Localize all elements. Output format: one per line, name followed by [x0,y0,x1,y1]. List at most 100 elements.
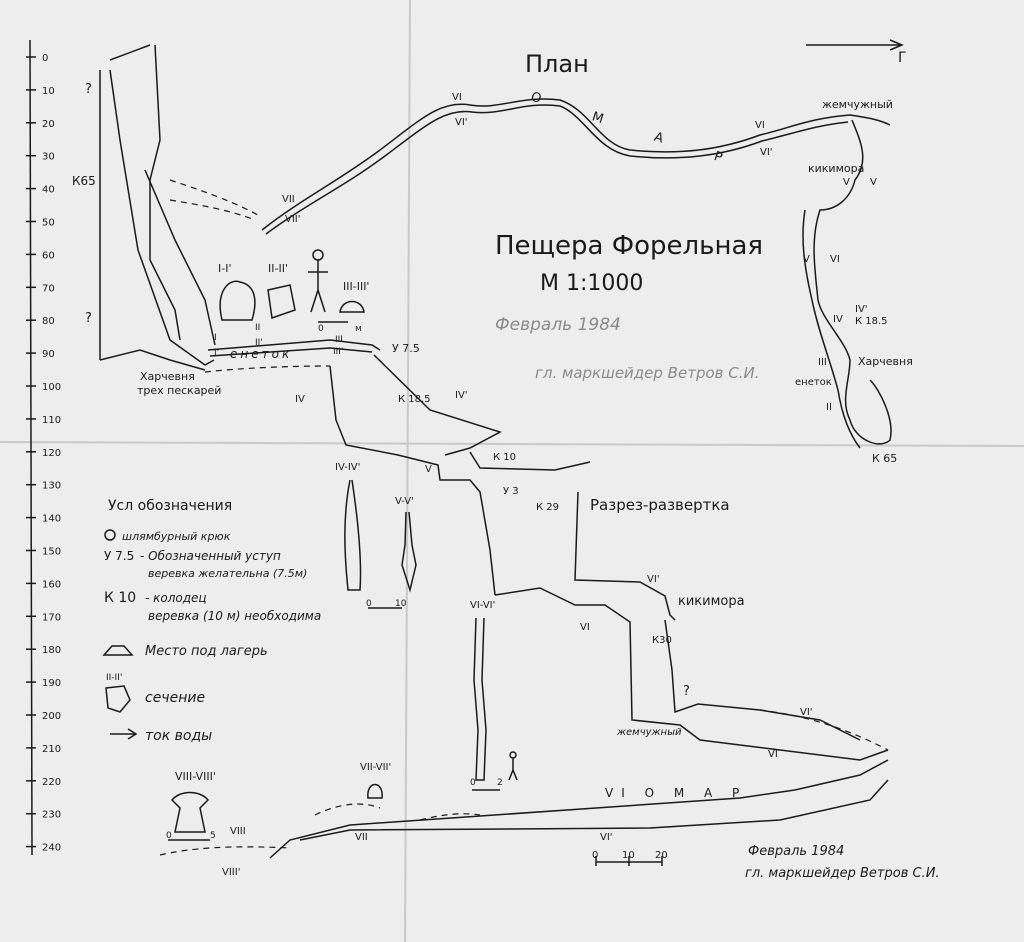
main-scale-bar [595,856,663,866]
map-scale: М 1:1000 [540,271,643,296]
plan-label-k185: К 18.5 [855,316,888,327]
profile-marker-i-prime: I' [214,348,219,358]
cross-section-label-4: IV-IV' [335,462,360,473]
legend-section-mark: II-II' [106,673,122,683]
legend-shaft-code: К 10 [104,590,136,606]
main-scale-zero: 0 [592,850,598,861]
profile-marker-iii: III [335,335,343,345]
profile-marker-vi-prime-omar: VI' [600,832,613,843]
depth-tick-label: 80 [42,316,55,327]
cross-section-scale-3-two: 2 [497,778,503,788]
plan-marker-vii: VII [282,194,295,205]
profile-question-2: ? [85,311,92,326]
profile-label-u75: У 7.5 [392,342,420,355]
profile-shaft-wall [149,44,181,341]
depth-tick-label: 110 [42,415,61,426]
profile-marker-ii: II [255,323,260,333]
faint-author: гл. маркшейдер Ветров С.И. [535,364,759,382]
faint-date: Февраль 1984 [495,315,621,335]
cross-section-scale-3-zero: 0 [470,778,476,788]
plan-label-enetok: енеток [795,377,832,388]
depth-tick-label: 30 [42,152,55,163]
profile-k10-ledge [469,451,591,471]
depth-tick-label: 160 [42,579,61,590]
legend-section: сечение [145,690,205,706]
cross-section-8 [170,791,210,833]
depth-tick-label: 150 [42,547,61,558]
depth-tick-label: 170 [42,612,61,623]
plan-marker-v-prime: V [870,177,877,188]
depth-tick-label: 10 [42,86,55,97]
profile-dashed-enetok [204,365,331,373]
depth-tick-label: 200 [42,711,61,722]
plan-label-kharchevnya: Харчевня [858,355,913,368]
depth-tick-label: 60 [42,250,55,261]
profile-label-kikimora: кикимора [678,594,745,609]
profile-shaft-inner [144,169,216,346]
cave-title: Пещера Форельная [495,231,763,261]
legend-camp: Место под лагерь [145,644,268,659]
plan-passage-east [813,119,892,445]
depth-tick-label: 120 [42,448,61,459]
depth-tick-label: 140 [42,514,61,525]
plan-passage-main [261,98,891,231]
plan-marker-vi-prime-east: VI' [760,147,773,158]
profile-main-ceiling [373,354,502,456]
profile-label-k185: К 18.5 [398,394,431,405]
plan-marker-vi-prime-top: VI' [455,117,468,128]
legend-ledge-rope: веревка желательна (7.5м) [148,567,307,580]
cross-section-6 [473,617,487,781]
plan-marker-vi-east: VI [755,120,765,131]
plan-marker-v-2: V [803,254,810,265]
profile-label-zhemchuzhny: жемчужный [616,727,682,738]
profile-question-3: ? [683,684,690,699]
cross-section-3 [339,300,365,313]
cross-sections: I-I' II-II' III-III' 0 м IV-IV' V-V' 0 1… [166,249,518,841]
profile-marker-viii-prime: VIII' [222,867,240,878]
profile-dashed-east [759,709,889,751]
profile-marker-vii: VII [355,832,368,843]
cross-section-1 [219,280,256,321]
cross-section-2 [267,284,296,320]
profile-marker-i: I [214,333,217,343]
cross-section-scale-unit: м [355,324,362,334]
section-profile: К65 ? ? ? Харчевня трех пескарей енеток … [72,44,889,878]
cross-section-label-8: VIII-VIII' [175,770,216,783]
profile-shaft-floor [99,349,206,371]
north-label: Г [898,50,907,66]
depth-tick-label: 220 [42,777,61,788]
plan-dashed-lead-2 [169,199,256,221]
depth-tick-label: 90 [42,349,55,360]
cross-section-scale-2-zero: 0 [366,599,372,609]
depth-tick-label: 180 [42,645,61,656]
depth-axis-line [29,39,33,856]
profile-lower-passage [494,587,889,761]
plan-marker-iv: IV [833,314,843,325]
plan-marker-vii-prime: VII' [285,214,301,225]
profile-dashed-omar [314,803,481,821]
profile-marker-iv-prime: IV' [455,390,468,401]
depth-tick-label: 100 [42,382,61,393]
profile-marker-vi: VI [580,622,590,633]
signature-author: гл. маркшейдер Ветров С.И. [745,866,940,881]
profile-label-u3: У 3 [503,486,519,497]
plan-marker-vi-2: VI [830,254,840,265]
depth-tick-label: 230 [42,810,61,821]
plan-marker-iv-prime: IV' [855,304,868,315]
main-scale-twenty: 20 [655,850,668,861]
depth-axis: 0102030405060708090100110120130140150160… [26,39,61,856]
plan-label-zhemchuzhny: жемчужный [822,98,893,111]
profile-label-kharchevnya: Харчевня [140,370,195,383]
plan-label-k65: К 65 [872,452,897,465]
depth-tick-label: 50 [42,218,55,229]
profile-label-k10: К 10 [493,452,516,463]
profile-label-k30: К30 [652,635,672,646]
profile-marker-iii-prime: III' [333,347,343,357]
plan-marker-iii: III [818,357,827,368]
depth-tick-label: 70 [42,283,55,294]
profile-marker-v: V [425,464,432,475]
depth-tick-label: 40 [42,185,55,196]
legend-shaft-text: - колодец [145,591,207,605]
